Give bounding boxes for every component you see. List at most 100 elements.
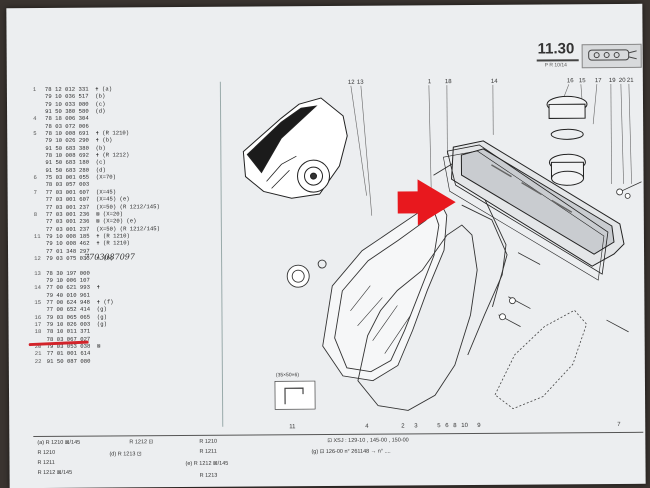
callout-number: 16 (567, 78, 574, 84)
engine-thumbnail (581, 43, 642, 69)
part-number: 77 03 001 237 (X=50) (R 1212/145) (45, 224, 161, 233)
callout-number: 3 (414, 423, 418, 429)
footer-note: R 1211 (37, 459, 55, 467)
part-index: 1 (32, 86, 37, 94)
part-number: 79 40 010 961 (46, 291, 90, 299)
part-index: 22 (34, 357, 42, 365)
part-index: 14 (34, 284, 42, 292)
callout-number: 7 (617, 422, 621, 428)
part-number: 77 00 621 993 ✝ (46, 283, 101, 292)
callout-number: 18 (445, 79, 452, 85)
footer-note: R 1213 (199, 472, 218, 479)
callout-number: 17 (595, 78, 602, 84)
callout-number: 13 (357, 80, 364, 86)
part-number: 91 50 683 180 (c) (45, 158, 106, 167)
callout-number: 15 (579, 78, 586, 84)
part-number: 77 00 624 948 ✝ (f) (46, 298, 114, 306)
footer-note: R 1210 (37, 449, 56, 457)
callout-number: 19 (609, 78, 616, 84)
lower-gasket (494, 309, 588, 410)
part-number: 78 12 012 331 ✝ (a) (44, 85, 113, 93)
oil-seal (286, 259, 327, 288)
application-footer: (a) R 1210 ⊠/145 R 1210 R 1211 R 1212 ⊠/145… (6, 4, 642, 478)
timing-cover (322, 194, 448, 382)
part-number: 91 50 380 580 (d) (45, 107, 106, 115)
inset-detail (274, 380, 316, 410)
callout-number: 9 (477, 423, 481, 429)
part-index: 15 (34, 298, 42, 307)
callout-number: 12 (348, 80, 355, 86)
callout-number: 21 (627, 78, 634, 84)
callout-number: 10 (461, 423, 468, 429)
part-number: 77 03 001 236 ⊠ (X=20) (45, 210, 124, 218)
part-index: 4 (33, 115, 37, 123)
callout-number: 4 (365, 424, 369, 430)
footer-note: (g) ⊡ 126-00 n° 261148 → n° .... (311, 448, 391, 456)
page-number: 11.30 (537, 40, 575, 58)
part-row: 22 91 50 087 080 (35, 356, 225, 365)
part-number: 77 00 652 414 (g) (46, 305, 107, 314)
footer-note: (d) R 1213 ⊡ (109, 451, 142, 458)
red-arrow (397, 179, 456, 226)
footer-note: R 1210 (199, 438, 218, 445)
callout-number: 8 (453, 423, 457, 429)
part-number: 79 10 036 517 (b) (44, 92, 106, 101)
callout-number: 1 (428, 79, 432, 85)
part-number: 79 10 006 107 (46, 276, 90, 284)
inset-dimension: (35×50×6) (276, 372, 299, 378)
part-number: 79 10 026 290 ✝ (b) (45, 136, 113, 145)
part-number: 91 50 683 280 (d) (45, 166, 106, 174)
part-index: 11 (33, 232, 41, 240)
part-number: 79 03 065 065 (g) (46, 313, 107, 321)
footer-note: (a) R 1210 ⊠/145 (37, 439, 81, 447)
part-index: 18 (34, 328, 42, 336)
footer-note: (e) R 1212 ⊠/145 (185, 460, 229, 467)
part-number: 79 10 008 462 ✝ (R 1210) (45, 239, 130, 248)
engine-inset (242, 97, 348, 199)
footer-note: ⊡ XSJ : 129-10 , 145-00 , 150-00 (327, 437, 409, 444)
callout-number: 14 (491, 79, 498, 85)
part-index: 7 (33, 188, 38, 196)
part-number: 91 50 087 080 (46, 357, 91, 365)
footer-note: R 1212 ⊡ (129, 439, 154, 446)
callout-number: 6 (445, 423, 449, 429)
part-number: 78 10 008 691 ✝ (R 1210) (45, 129, 130, 138)
part-index: 8 (33, 210, 38, 218)
callout-number: 2 (401, 423, 405, 429)
oil-filler-cap (546, 95, 588, 186)
part-index: 17 (34, 320, 42, 329)
part-index: 21 (34, 350, 42, 358)
rocker-cover (443, 140, 625, 281)
handwritten-part-number: 7703087097 (84, 252, 136, 262)
part-number: 78 10 011 371 (46, 327, 91, 336)
part-number: 77 03 001 237 (X=50) (R 1212/145) (45, 202, 160, 211)
part-index: 5 (33, 130, 37, 138)
part-number: 79 10 033 080 (c) (44, 100, 106, 108)
part-number: 75 03 001 055 (X=70) (45, 173, 117, 182)
part-number: 77 03 001 607 (X=45) (45, 188, 117, 196)
callout-number: 5 (437, 423, 441, 429)
part-number: 79 10 026 003 (g) (46, 320, 108, 328)
bolts (498, 181, 642, 333)
part-number: 78 03 072 006 (45, 122, 89, 130)
part-index: 12 (34, 254, 41, 262)
footer-note: R 1211 (199, 448, 217, 455)
part-number: 91 50 683 380 (b) (45, 144, 106, 152)
page-number-rule (536, 59, 579, 62)
part-number: 78 18 006 304 (45, 115, 89, 123)
part-index: 13 (34, 269, 41, 277)
callout-number: 11 (289, 424, 296, 430)
part-index: 6 (33, 174, 37, 182)
part-number: 78 30 197 000 (46, 269, 90, 277)
footer-note: R 1212 ⊠/145 (37, 469, 73, 477)
part-number: 77 01 001 614 (46, 350, 91, 358)
part-number: 78 03 057 003 (45, 181, 90, 189)
part-number: 78 10 008 692 ✝ (R 1212) (45, 151, 130, 160)
part-index: 16 (34, 313, 42, 321)
footer-rule (33, 431, 644, 438)
callout-number: 20 (619, 78, 626, 84)
page-reference: P R 10/14 (544, 62, 567, 69)
